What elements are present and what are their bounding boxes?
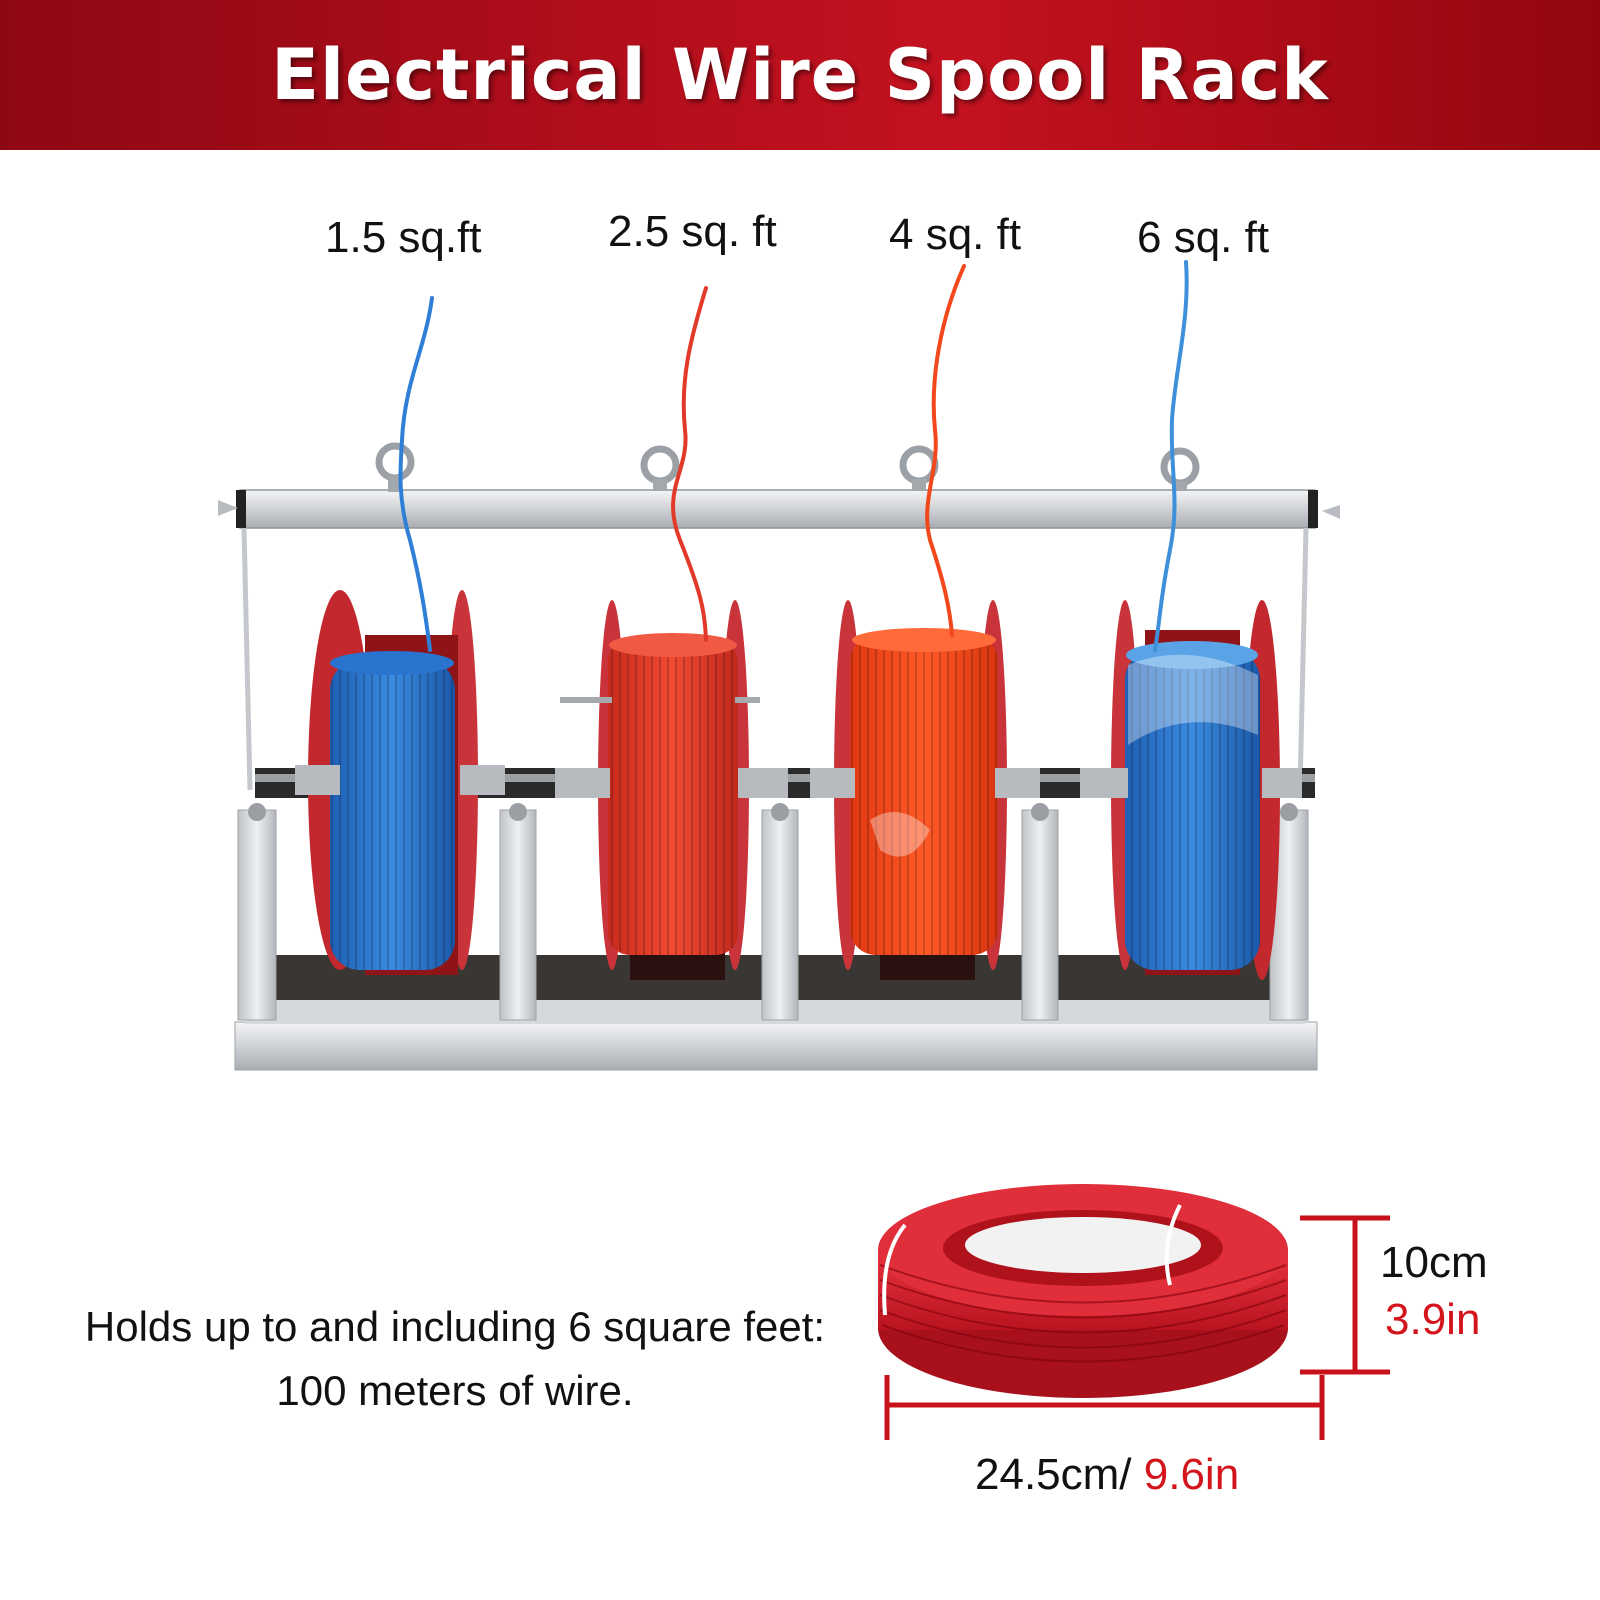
coil-width-cm: 24.5cm/ <box>975 1450 1144 1499</box>
wire-coil-illustration <box>878 1184 1390 1440</box>
spool-4 <box>1080 600 1302 980</box>
spool-3 <box>810 600 1040 980</box>
width-dimension-line <box>884 1375 1325 1440</box>
height-dimension-line <box>1300 1215 1390 1375</box>
wire-2 <box>671 286 708 642</box>
spool-label-4: 6 sq. ft <box>1137 213 1270 262</box>
spool-label-1: 1.5 sq.ft <box>325 213 482 262</box>
title-banner: Electrical Wire Spool Rack <box>0 0 1600 150</box>
spool-2 <box>555 600 788 980</box>
capacity-note-line1: Holds up to and including 6 square feet: <box>84 1303 826 1350</box>
capacity-note-line2: 100 meters of wire. <box>276 1367 634 1414</box>
wire-3 <box>925 264 966 637</box>
base-bar <box>234 1021 1318 1071</box>
page-title: Electrical Wire Spool Rack <box>271 34 1329 116</box>
spool-rack-illustration <box>218 260 1340 1071</box>
coil-width-label: 24.5cm/ 9.6in <box>975 1450 1239 1500</box>
coil-width-in: 9.6in <box>1143 1450 1240 1499</box>
capacity-note: Holds up to and including 6 square feet:… <box>30 1295 880 1423</box>
coil-height-cm: 10cm <box>1380 1238 1488 1287</box>
spool-1 <box>295 590 505 975</box>
spool-label-2: 2.5 sq. ft <box>608 207 777 256</box>
spool-label-3: 4 sq. ft <box>889 210 1022 259</box>
coil-height-in: 3.9in <box>1385 1295 1481 1344</box>
wire-4 <box>1153 260 1189 652</box>
wire-1 <box>398 296 434 652</box>
